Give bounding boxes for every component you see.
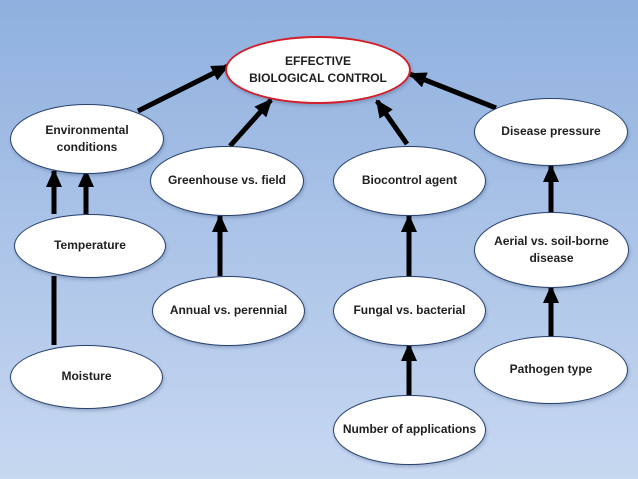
node-label: Number of applications	[342, 422, 477, 437]
arrow-biocontrol-to-main	[374, 99, 410, 146]
node-annual-vs-perennial: Annual vs. perennial	[152, 276, 305, 346]
node-aerial-vs-soil-borne-disease: Aerial vs. soil-borne disease	[474, 212, 629, 288]
node-label: Environmental conditions	[45, 122, 129, 154]
arrow-disease-pressure-to-main	[408, 71, 497, 111]
node-label: Fungal vs. bacterial	[353, 303, 466, 318]
node-disease-pressure: Disease pressure	[474, 98, 628, 166]
node-label: Disease pressure	[501, 124, 601, 139]
node-moisture: Moisture	[10, 345, 163, 409]
node-fungal-vs-bacterial: Fungal vs. bacterial	[333, 276, 486, 346]
node-label: Biocontrol agent	[361, 173, 458, 188]
main-node-label: EFFECTIVE BIOLOGICAL CONTROL	[249, 53, 387, 85]
main-node-effective-biological-control: EFFECTIVE BIOLOGICAL CONTROL	[225, 36, 411, 104]
node-label: Annual vs. perennial	[169, 303, 288, 318]
node-biocontrol-agent: Biocontrol agent	[333, 146, 486, 216]
node-number-of-applications: Number of applications	[333, 395, 486, 465]
node-greenhouse-vs-field: Greenhouse vs. field	[150, 146, 304, 216]
node-pathogen-type: Pathogen type	[474, 336, 628, 404]
arrow-greenhouse-to-main	[228, 98, 273, 148]
node-label: Temperature	[54, 238, 126, 253]
node-label: Aerial vs. soil-borne disease	[494, 233, 609, 265]
node-label: Greenhouse vs. field	[167, 173, 287, 188]
arrow-environmental-to-main	[136, 63, 230, 114]
node-label: Moisture	[61, 369, 112, 384]
node-label: Pathogen type	[509, 362, 593, 377]
node-environmental-conditions: Environmental conditions	[10, 104, 164, 174]
node-temperature: Temperature	[14, 214, 166, 278]
